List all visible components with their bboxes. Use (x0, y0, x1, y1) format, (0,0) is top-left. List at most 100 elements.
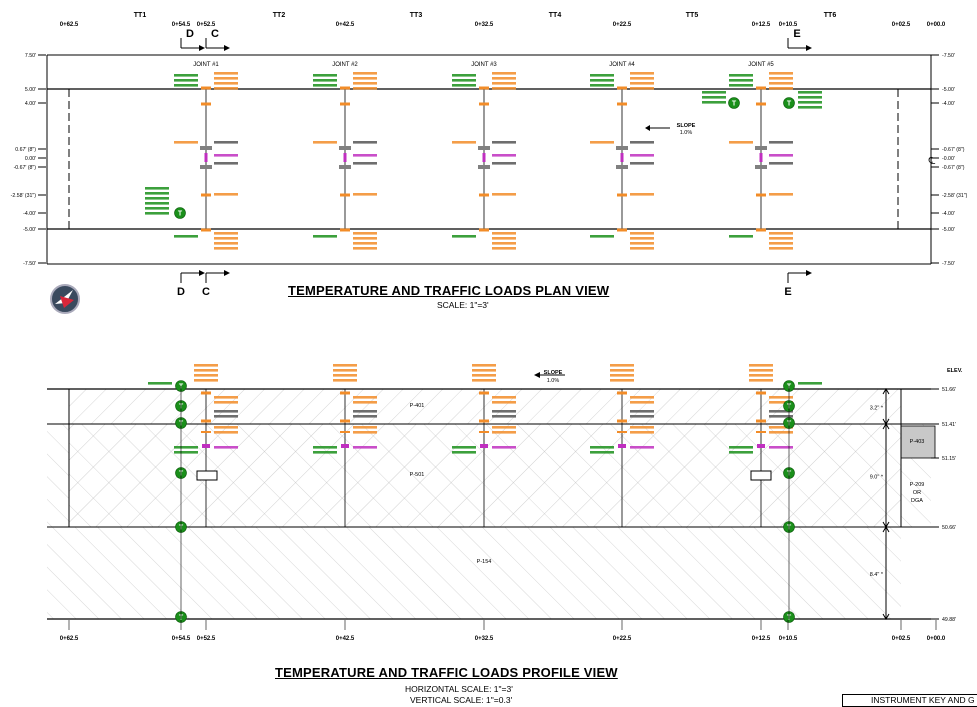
sensor-tag-stack (492, 232, 516, 235)
plan-offset-left: -7.50' (23, 261, 36, 267)
sensor-tag-stack (729, 141, 753, 144)
sensor-tag-stack (492, 431, 516, 434)
plan-offset-right: -7.50' (942, 53, 955, 59)
sensor-tag-stack (472, 364, 496, 367)
sensor-tag-stack (353, 141, 377, 144)
sensor-tag-stack (174, 141, 198, 144)
layer-p501 (69, 424, 901, 527)
north-arrow-accent (60, 296, 74, 308)
sensor-tag-stack (610, 374, 634, 377)
strain-gauge-bottom (478, 165, 490, 169)
sensor-tag-stack (353, 446, 377, 449)
joint-label: JOINT #3 (471, 62, 497, 68)
sensor-tag-stack (214, 232, 238, 235)
sensor-tag-stack (353, 82, 377, 85)
dim-label: 3.2" * (870, 406, 884, 412)
sensor-tag-stack (452, 451, 476, 454)
joint-label: JOINT #4 (609, 62, 635, 68)
sensor-tag-stack (590, 451, 614, 454)
sensor-tag-stack (145, 192, 169, 195)
sensor-tag-stack (729, 446, 753, 449)
sensor-tag-stack (214, 77, 238, 80)
layer-label: OR (913, 490, 921, 496)
sensor-tag-stack (174, 74, 198, 77)
sensor-tag-stack (769, 154, 793, 157)
sensor-tag-stack (769, 396, 793, 399)
sensor-tag-stack (630, 82, 654, 85)
sensor-tag-stack (145, 197, 169, 200)
layer-label: P-209 (910, 482, 925, 488)
section-arrow-head (806, 270, 812, 276)
sensor-tag-stack (214, 431, 238, 434)
thermocouple-letter: T (787, 384, 792, 391)
section-mark: D (177, 286, 185, 298)
sensor-tag-stack (590, 74, 614, 77)
section-mark: C (202, 286, 210, 298)
sensor-tag-stack (353, 154, 377, 157)
sensor-tag-stack (353, 415, 377, 418)
profile-slope-head (534, 372, 540, 378)
sensor-tag-stack (452, 235, 476, 238)
plan-offset-right: -4.00' (942, 211, 955, 217)
sensor-tag-stack (630, 87, 654, 90)
plan-offset-right: -5.00' (942, 87, 955, 93)
sensor-tag-stack (729, 451, 753, 454)
gauge-neg (340, 193, 350, 197)
sensor-tag-stack (194, 364, 218, 367)
joint-label: JOINT #2 (332, 62, 358, 68)
profile-slope-value: 1.0% (547, 378, 560, 384)
gauge-4ft (201, 102, 211, 106)
sensor-tag-stack (630, 415, 654, 418)
sensor-tag-stack (590, 79, 614, 82)
sensor-tag-stack (353, 162, 377, 165)
sensor-tag-stack (333, 364, 357, 367)
slab-label: TT4 (549, 12, 562, 19)
centerline-symbol: ℄ (928, 156, 936, 167)
sensor-tag-stack (769, 82, 793, 85)
sensor-tag-stack (313, 235, 337, 238)
sensor-tag-stack (214, 415, 238, 418)
elevation-label: 49.88' (942, 617, 956, 623)
sensor-tag-stack (590, 446, 614, 449)
sensor-tag-stack (214, 72, 238, 75)
elevation-label: 51.41' (942, 422, 956, 428)
thermocouple-tt6 (783, 97, 795, 109)
sensor-tag-stack (769, 410, 793, 413)
sensor-tag-stack (590, 235, 614, 238)
joint-label: JOINT #1 (193, 62, 219, 68)
sensor-tag-stack (769, 193, 793, 196)
sensor-tag-stack (630, 426, 654, 429)
plan-scale: SCALE: 1"=3' (437, 300, 489, 310)
thermocouple-letter: T (732, 101, 737, 108)
strain-gauge-top (616, 146, 628, 150)
sensor-tag-stack (769, 247, 793, 250)
sensor-tag-stack (194, 369, 218, 372)
sensor-tag-stack (702, 101, 726, 104)
sensor-tag-stack (630, 232, 654, 235)
sensor-tag-stack (630, 193, 654, 196)
profile-gauge-mid (479, 419, 489, 423)
profile-station-label: 0+42.5 (336, 636, 355, 642)
sensor-tag-stack (769, 415, 793, 418)
sensor-tag-stack (214, 82, 238, 85)
layer-p154 (47, 527, 901, 619)
sensor-tag-stack (353, 431, 377, 434)
pressure-cell (482, 153, 486, 162)
sensor-tag-stack (630, 242, 654, 245)
sensor-tag-stack (492, 415, 516, 418)
profile-gauge-top (617, 391, 627, 395)
sensor-tag-stack (729, 84, 753, 87)
thermocouple-letter: T (179, 421, 184, 428)
sensor-tag-stack (492, 193, 516, 196)
plan-offset-left: 7.50' (25, 53, 36, 59)
north-arrow-needle (55, 290, 73, 304)
sensor-tag-stack (194, 374, 218, 377)
sensor-tag-stack (492, 426, 516, 429)
profile-station-label: 0+12.5 (752, 636, 771, 642)
thermocouple-letter: T (787, 525, 792, 532)
sensor-tag-stack (610, 369, 634, 372)
thermocouple-letter: T (787, 404, 792, 411)
sensor-tag-stack (353, 77, 377, 80)
sensor-tag-stack (333, 374, 357, 377)
